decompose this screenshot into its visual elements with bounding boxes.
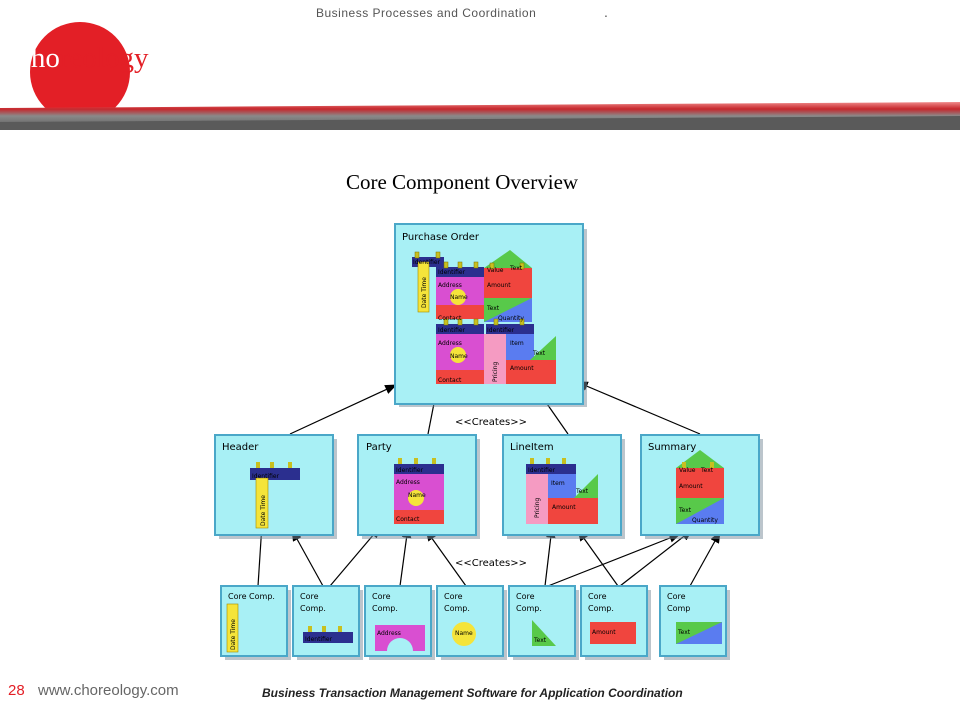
page-number: 28 (8, 682, 25, 699)
diagram-label: Quantity (498, 315, 524, 322)
diagram-label: Date Time (260, 495, 267, 526)
header-dot: . (604, 4, 608, 20)
diagram-label: Contact (396, 516, 420, 523)
creates-label-top: <<Creates>> (455, 417, 527, 428)
diagram-label: Text (533, 637, 547, 644)
diagram-label: Comp. (372, 604, 398, 613)
diagram-label: Name (450, 294, 468, 301)
diagram-label: Party (366, 442, 392, 453)
logo-red-part: reology (59, 42, 149, 74)
diagram-label: Address (438, 340, 462, 347)
core-component-amount: Core Comp. Amount (580, 585, 651, 660)
logo-circle (30, 22, 130, 122)
diagram-label: Identifier (438, 327, 466, 334)
purchase-order-title: Purchase Order (402, 232, 480, 243)
diagram-label: Date Time (421, 277, 428, 308)
diagram-label: Text (700, 467, 714, 474)
diagram-label: Amount (679, 483, 703, 490)
diagram-label: Core Comp. (228, 592, 275, 601)
core-component-text-green: Core Comp. Text (508, 585, 579, 660)
diagram-label: Item (551, 480, 565, 487)
diagram-label: Item (510, 340, 524, 347)
diagram-label: Quantity (692, 517, 718, 524)
diagram-label: Identifier (252, 473, 280, 480)
header-band (0, 102, 960, 130)
diagram-label: Pricing (492, 362, 499, 382)
diagram-label: Date Time (230, 619, 237, 650)
footer-url[interactable]: www.choreology.com (38, 682, 179, 699)
creates-label-bottom: <<Creates>> (455, 558, 527, 569)
diagram-label: Core (516, 592, 535, 601)
diagram-label: Address (396, 479, 420, 486)
diagram-label: Name (450, 353, 468, 360)
diagram-label: Identifier (438, 269, 466, 276)
diagram-label: Value (679, 467, 696, 474)
diagram-label: Comp. (444, 604, 470, 613)
diagram-label: Contact (438, 377, 462, 384)
diagram-label: Address (377, 630, 401, 637)
diagram-label: Comp (667, 604, 690, 613)
diagram-label: Identifier (413, 259, 441, 266)
diagram-label: Identifier (396, 467, 424, 474)
diagram-label: Header (222, 442, 259, 453)
core-component-datetime: Core Comp. Date Time (220, 585, 291, 660)
diagram-label: Pricing (534, 498, 541, 518)
aggregate-party-box: Party Identifier Address Name Contact (357, 434, 480, 539)
diagram-label: Amount (552, 504, 576, 511)
diagram-label: LineItem (510, 442, 554, 453)
core-component-identifier: Core Comp. Identifier (292, 585, 363, 660)
diagram-label: Text (486, 305, 500, 312)
diagram-label: Core (667, 592, 686, 601)
logo: choreology (18, 42, 148, 75)
diagram-label: Amount (592, 629, 616, 636)
logo-white-part: cho (18, 42, 60, 74)
diagram-label: Comp. (300, 604, 326, 613)
diagram-label: Text (509, 265, 523, 272)
diagram-label: Comp. (516, 604, 542, 613)
aggregate-summary-box: Summary Value Text Amount Text Quantity (640, 434, 763, 539)
diagram-label: Core (588, 592, 607, 601)
diagram-label: Address (438, 282, 462, 289)
diagram-label: Name (455, 630, 473, 637)
core-component-name: Core Comp. Name (436, 585, 507, 660)
diagram-label: Amount (510, 365, 534, 372)
diagram-label: Core (372, 592, 391, 601)
diagram-label: Contact (438, 315, 462, 322)
diagram-label: Name (408, 492, 426, 499)
diagram-label: Value (487, 267, 504, 274)
core-component-text-green-wedge: Core Comp Text (659, 585, 730, 660)
aggregate-header-box: Header Identifier Date Time (214, 434, 337, 539)
diagram-label: Summary (648, 442, 696, 453)
purchase-order-box: Purchase Order Identifier Da (394, 223, 587, 407)
diagram-label: Core (444, 592, 463, 601)
diagram-label: Identifier (305, 636, 333, 643)
diagram-label: Text (678, 507, 692, 514)
slide-title: Core Component Overview (345, 170, 579, 194)
diagram-label: Text (532, 350, 546, 357)
diagram-label: Text (575, 488, 589, 495)
diagram-label: Text (677, 629, 691, 636)
header-title: Business Processes and Coordination (316, 6, 537, 20)
diagram-label: Amount (487, 282, 511, 289)
diagram-label: Identifier (528, 467, 556, 474)
aggregate-lineitem-box: LineItem Identifier Item Text Pricing Am… (502, 434, 625, 539)
footer-tagline: Business Transaction Management Software… (262, 686, 683, 700)
diagram-label: Comp. (588, 604, 614, 613)
core-component-address: Core Comp. Address (364, 585, 435, 660)
diagram-label: Core (300, 592, 319, 601)
diagram-label: Identifier (487, 327, 515, 334)
